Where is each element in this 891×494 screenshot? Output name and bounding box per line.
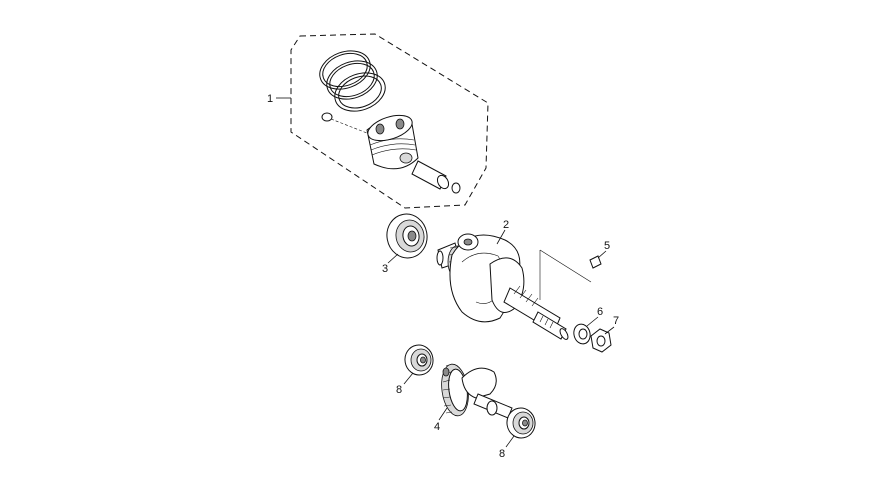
callout-8-left: 8	[396, 384, 402, 396]
balancer-bearing-left	[404, 344, 434, 376]
piston-assembly-boundary	[290, 33, 489, 209]
washer	[573, 323, 591, 345]
circlip-right	[451, 182, 461, 194]
callout-7: 7	[613, 315, 619, 327]
crankshaft	[436, 233, 569, 340]
callout-2: 2	[503, 219, 509, 231]
balancer-shaft	[441, 363, 513, 419]
main-bearing	[386, 213, 428, 259]
callout-4: 4	[434, 421, 440, 433]
callout-1: 1	[267, 93, 273, 105]
callout-6: 6	[597, 306, 603, 318]
callout-3: 3	[382, 263, 388, 275]
piston-assembly-group	[290, 33, 489, 209]
circlip-left	[321, 112, 333, 122]
callout-8-right: 8	[499, 448, 505, 460]
woodruff-key-leader	[539, 249, 592, 300]
piston	[366, 114, 419, 170]
balancer-bearing-right	[506, 407, 536, 439]
piston-rings	[319, 50, 386, 112]
woodruff-key	[589, 255, 602, 269]
callouts: 1 2 3 4 5 6 7 8 8	[267, 93, 619, 460]
callout-5: 5	[604, 240, 610, 252]
nut	[590, 328, 612, 353]
piston-pin	[411, 160, 450, 190]
